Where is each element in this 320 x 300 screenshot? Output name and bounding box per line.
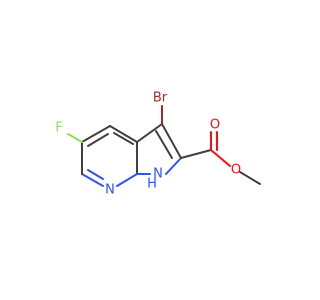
bond-c4-c5-inner bbox=[87, 133, 109, 147]
bond-c3a-c3 bbox=[136, 123, 163, 143]
atom-label-n-pyridine: N bbox=[105, 183, 115, 198]
bond-c5-c6 bbox=[109, 125, 138, 143]
atom-label-o-carbonyl: O bbox=[210, 118, 220, 133]
bond-c3-c2-inner bbox=[155, 130, 173, 159]
bond-n7-c2-inner bbox=[87, 169, 104, 180]
bond-c7a-n7 bbox=[116, 173, 138, 187]
ester-group bbox=[180, 131, 261, 185]
bond-n7-c2 bbox=[81, 173, 104, 187]
pyridine-ring bbox=[81, 125, 138, 187]
bond-c-o-single bbox=[210, 149, 231, 167]
bond-c5-f bbox=[67, 133, 83, 143]
bond-c2-carbonyl bbox=[180, 149, 212, 159]
atom-label-o-ester: O bbox=[231, 163, 241, 178]
pyrrole-ring bbox=[136, 123, 182, 175]
bond-c5-c6-inner bbox=[113, 132, 134, 145]
bond-o-methyl bbox=[239, 171, 261, 185]
atom-label-br: Br bbox=[153, 91, 168, 106]
atom-label-h-pyrrole: H bbox=[147, 177, 157, 192]
bond-c4-c5 bbox=[81, 125, 111, 143]
molecule-structure: Br F N N H O O bbox=[55, 91, 261, 198]
atom-label-n-pyrrole: N bbox=[153, 167, 163, 182]
bond-c3-c2 bbox=[161, 123, 182, 159]
atom-label-f: F bbox=[55, 121, 62, 136]
bond-c2-n1 bbox=[165, 157, 182, 175]
